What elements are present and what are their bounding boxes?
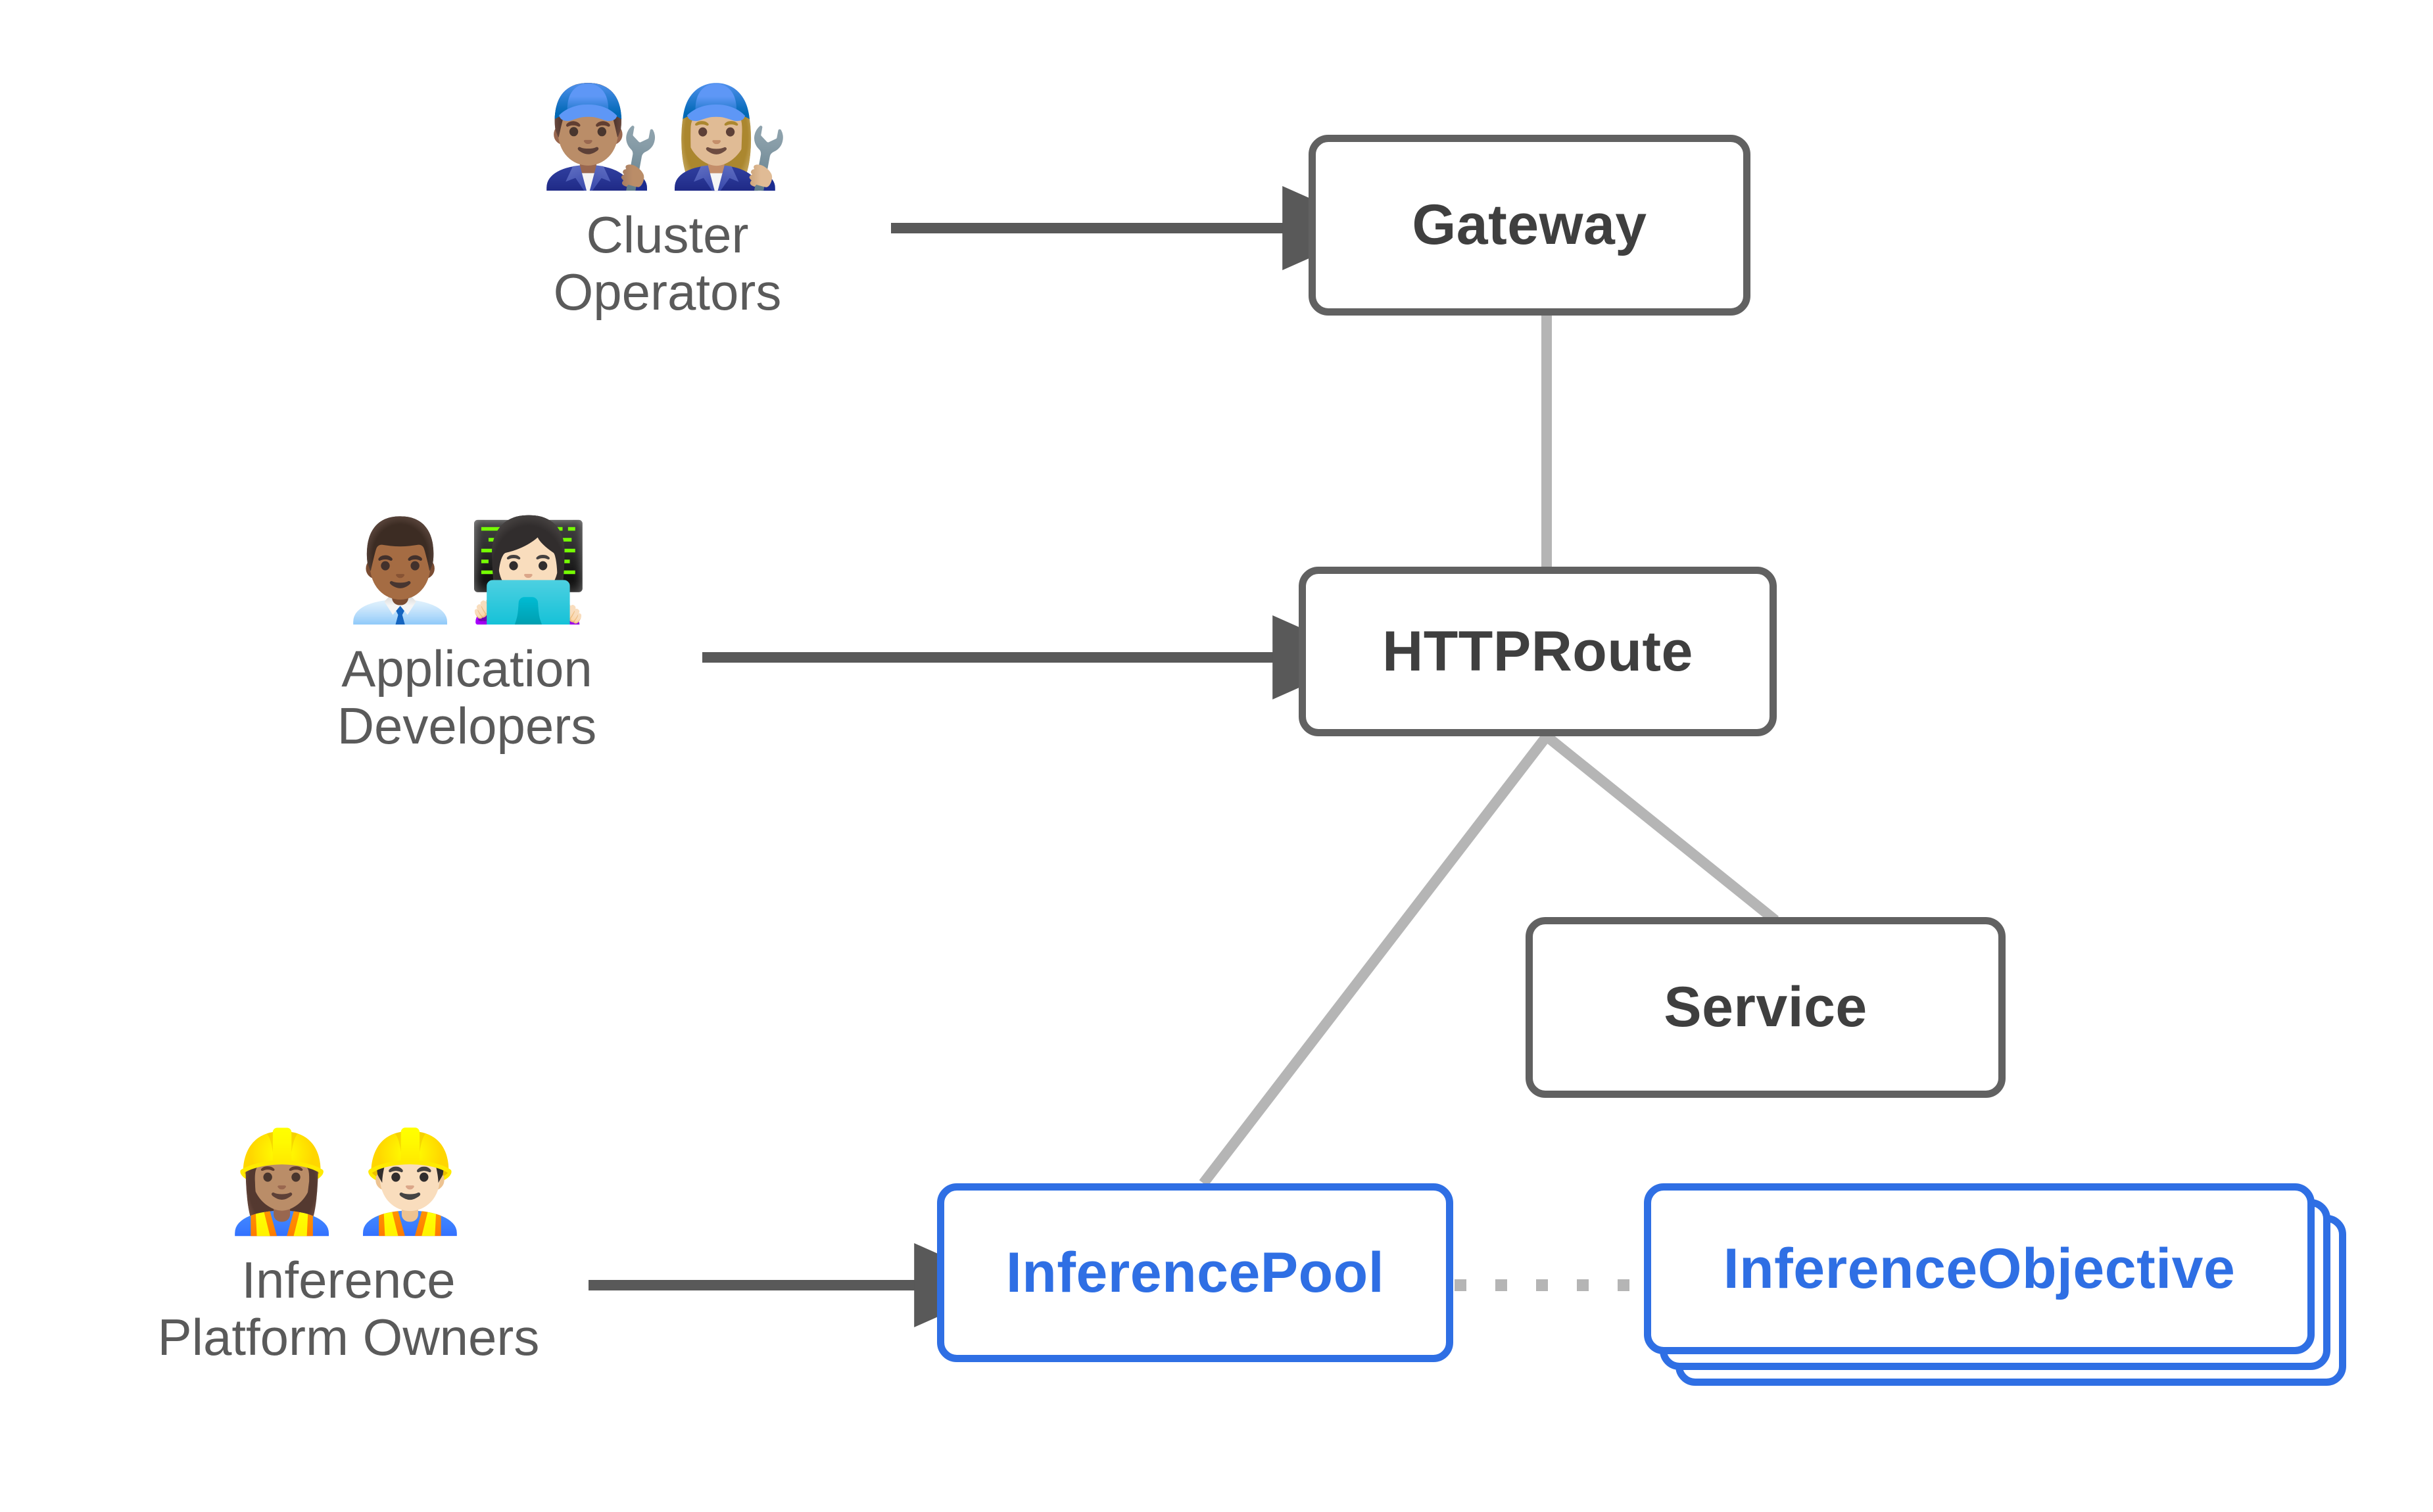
inference-platform-owners-emoji-group: 👷🏽‍♀️ 👷🏻‍♂️ [220,1125,477,1239]
persona-label-inference-platform-owners: Inference Platform Owners [157,1250,540,1366]
node-inferencepool[interactable]: InferencePool [937,1183,1453,1362]
node-label-service: Service [1664,976,1867,1039]
node-httproute[interactable]: HTTPRoute [1299,567,1777,736]
persona-inference-platform-owners: 👷🏽‍♀️ 👷🏻‍♂️ Inference Platform Owners [138,1125,559,1366]
application-developers-emoji-group: 👨🏾‍💼 👩🏻‍💻 [339,519,595,623]
man-mechanic-emoji: 👨🏽‍🔧 [539,80,667,194]
man-construction-worker-emoji: 👷🏻‍♂️ [349,1125,477,1239]
edge-httproute-inferencepool [1199,733,1551,1187]
node-service[interactable]: Service [1526,917,2006,1098]
node-label-gateway: Gateway [1412,193,1647,256]
edge-httproute-service [1543,732,1779,925]
woman-mechanic-emoji: 👩🏼‍🔧 [667,80,796,194]
woman-technologist-emoji: 👩🏻‍💻 [467,513,595,628]
persona-label-application-developers: Application Developers [337,639,597,755]
node-gateway[interactable]: Gateway [1309,135,1750,316]
node-label-httproute: HTTPRoute [1382,619,1693,683]
node-inferenceobjective[interactable]: InferenceObjective [1644,1183,2315,1354]
cluster-operators-emoji-group: 👨🏽‍🔧 👩🏼‍🔧 [539,85,796,189]
persona-cluster-operators: 👨🏽‍🔧 👩🏼‍🔧 Cluster Operators [519,85,815,321]
woman-construction-worker-emoji: 👷🏽‍♀️ [220,1125,349,1239]
man-office-worker-emoji: 👨🏾‍💼 [339,513,467,628]
persona-application-developers: 👨🏾‍💼 👩🏻‍💻 Application Developers [302,519,631,755]
node-label-inferencepool: InferencePool [1005,1240,1385,1304]
node-inferenceobjective-stack[interactable]: InferenceObjective [1644,1183,2380,1410]
persona-label-cluster-operators: Cluster Operators [553,205,782,321]
node-label-inferenceobjective: InferenceObjective [1723,1237,2236,1300]
